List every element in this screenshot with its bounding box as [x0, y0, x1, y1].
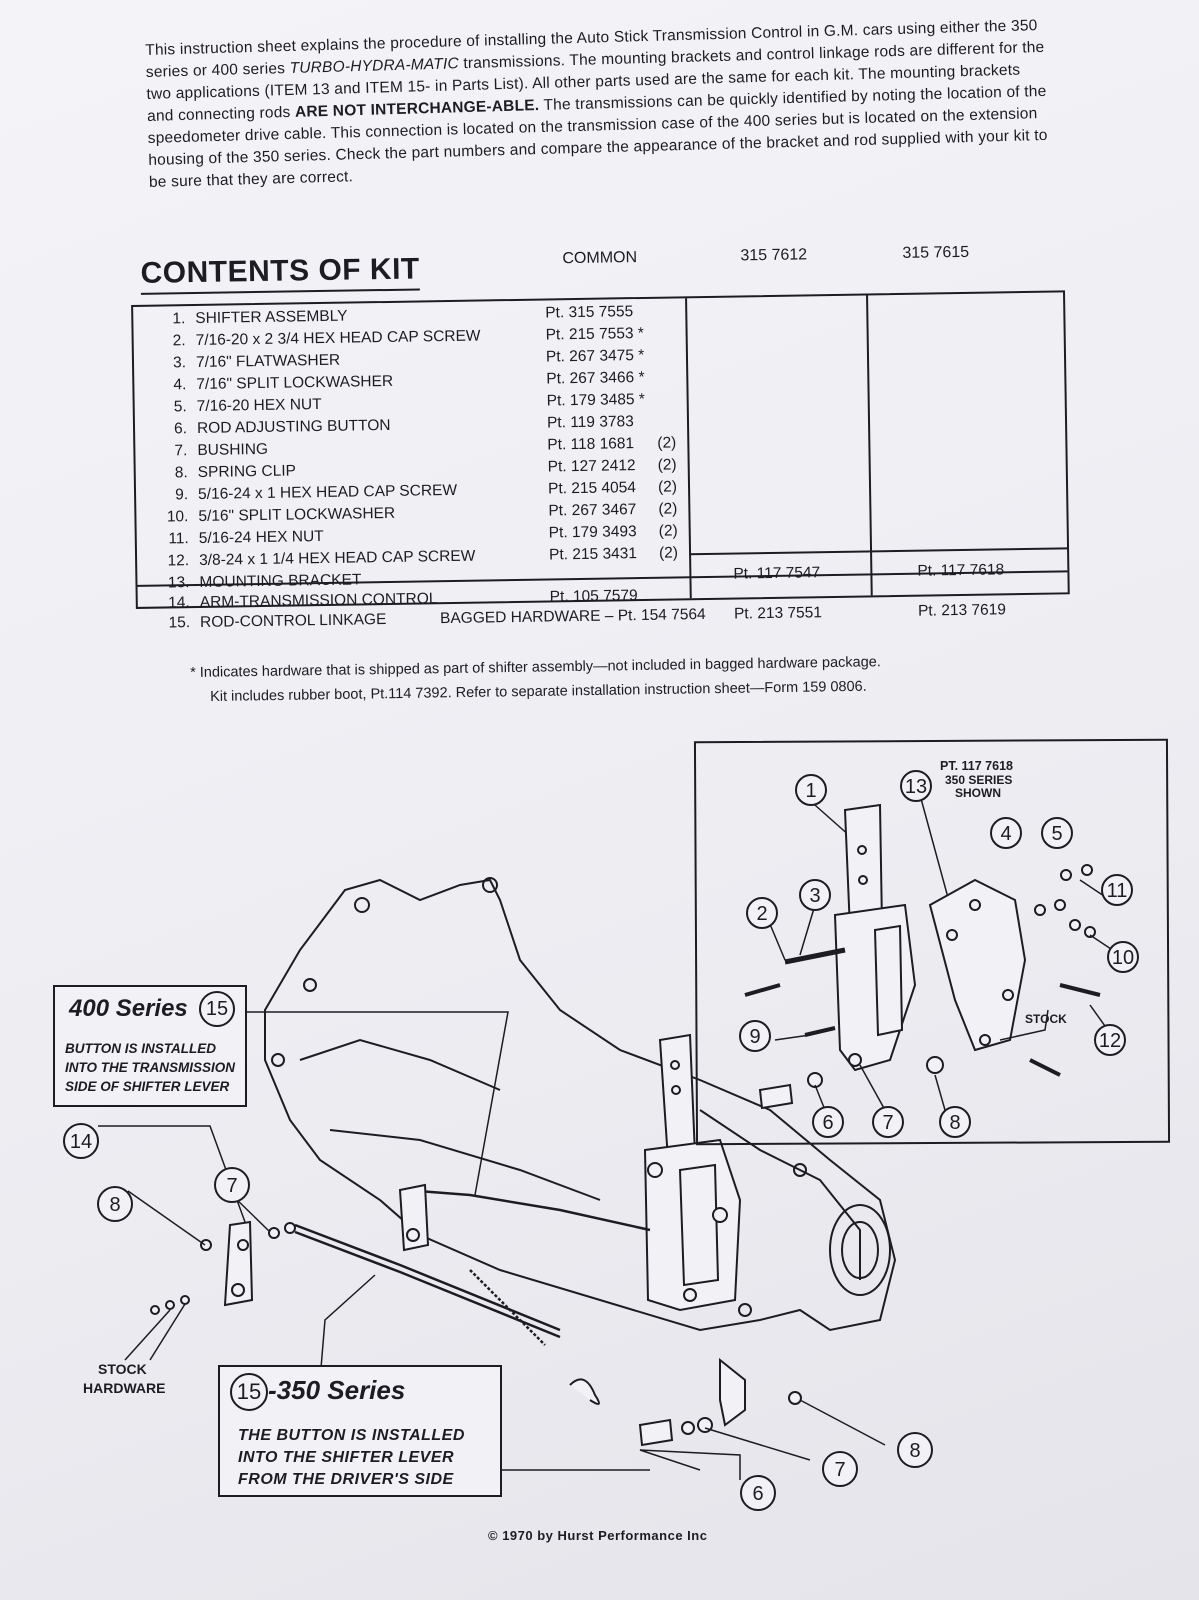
- callout-400-series: 400 Series 15 BUTTON IS INSTALLED INTO T…: [53, 985, 247, 1107]
- control-rod: [294, 1188, 651, 1346]
- copyright: © 1970 by Hurst Performance Inc: [488, 1528, 708, 1543]
- inset-box: [693, 738, 1171, 1146]
- callout-numbers: 1 13 4 5 3 2 11 10 12 9 6 7 8 14 8 7 6 7…: [70, 776, 1134, 1505]
- label-6-lower: 6: [752, 1483, 763, 1505]
- label-11: 11: [1107, 880, 1128, 902]
- label-9: 9: [749, 1026, 760, 1048]
- label-1: 1: [805, 780, 816, 802]
- series-400-title: 400 Series: [69, 995, 188, 1022]
- label-2: 2: [756, 903, 767, 925]
- lower-parts: [150, 1295, 802, 1447]
- label-13: 13: [905, 776, 927, 798]
- series-350-line3: FROM THE DRIVER'S SIDE: [238, 1471, 454, 1488]
- series-350-note: THE BUTTON IS INSTALLED INTO THE SHIFTER…: [238, 1425, 465, 1491]
- label-8-main: 8: [109, 1194, 120, 1216]
- label-8-lower: 8: [909, 1440, 920, 1462]
- transmission-arm: [200, 1183, 430, 1307]
- label-3: 3: [809, 885, 820, 907]
- inset-series: 350 SERIES: [945, 773, 1012, 787]
- label-4: 4: [1000, 823, 1011, 845]
- callout-350-series: 15 -350 Series THE BUTTON IS INSTALLED I…: [218, 1365, 502, 1497]
- stock-label: STOCK: [98, 1361, 147, 1377]
- label-7-lower: 7: [834, 1459, 845, 1481]
- inset-stock: STOCK: [1025, 1012, 1067, 1026]
- series-400-line3: SIDE OF SHIFTER LEVER: [65, 1079, 230, 1094]
- inset-shifter-drawing: [744, 803, 1101, 1110]
- series-400-number: 15: [199, 991, 235, 1027]
- label-5: 5: [1051, 823, 1062, 845]
- label-12: 12: [1099, 1030, 1121, 1052]
- hardware-label: HARDWARE: [83, 1380, 165, 1396]
- series-350-title: -350 Series: [268, 1375, 406, 1405]
- series-350-line1: THE BUTTON IS INSTALLED: [238, 1427, 465, 1444]
- series-400-note: BUTTON IS INSTALLED INTO THE TRANSMISSIO…: [65, 1039, 235, 1096]
- inset-part: PT. 117 7618: [940, 759, 1013, 773]
- label-6: 6: [822, 1112, 833, 1134]
- label-14-main: 14: [70, 1131, 92, 1153]
- series-350-number: 15: [230, 1373, 268, 1411]
- series-400-line1: BUTTON IS INSTALLED: [65, 1041, 216, 1056]
- label-8: 8: [949, 1112, 960, 1134]
- label-10: 10: [1112, 947, 1134, 969]
- callout-circles: [63, 770, 1139, 1511]
- label-7: 7: [882, 1112, 893, 1134]
- inset-shown: SHOWN: [955, 786, 1001, 800]
- inset-captions: PT. 117 7618 350 SERIES SHOWN STOCK STOC…: [83, 759, 1067, 1396]
- label-7-main: 7: [226, 1175, 237, 1197]
- shifter-assembly-main: [643, 1033, 742, 1312]
- series-400-line2: INTO THE TRANSMISSION: [65, 1060, 236, 1075]
- series-350-line2: INTO THE SHIFTER LEVER: [238, 1449, 455, 1466]
